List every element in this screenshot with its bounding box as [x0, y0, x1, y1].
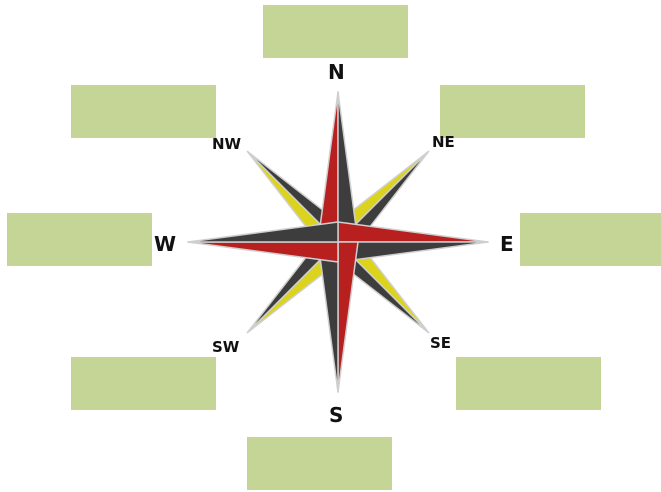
label-west: W — [154, 234, 176, 254]
label-southwest: SW — [212, 340, 239, 355]
s-point-right-half — [318, 242, 338, 392]
label-northeast: NE — [432, 135, 455, 150]
label-south: S — [329, 405, 343, 425]
e-point-left-half — [338, 222, 488, 242]
w-point-left-half — [188, 242, 338, 262]
label-east: E — [500, 234, 514, 254]
n-point-right-half — [338, 92, 358, 242]
e-point-right-half — [338, 242, 488, 262]
label-southeast: SE — [430, 336, 451, 351]
w-point-right-half — [188, 222, 338, 242]
s-point-left-half — [338, 242, 358, 392]
n-point-left-half — [318, 92, 338, 242]
label-north: N — [328, 62, 345, 82]
label-northwest: NW — [212, 137, 241, 152]
